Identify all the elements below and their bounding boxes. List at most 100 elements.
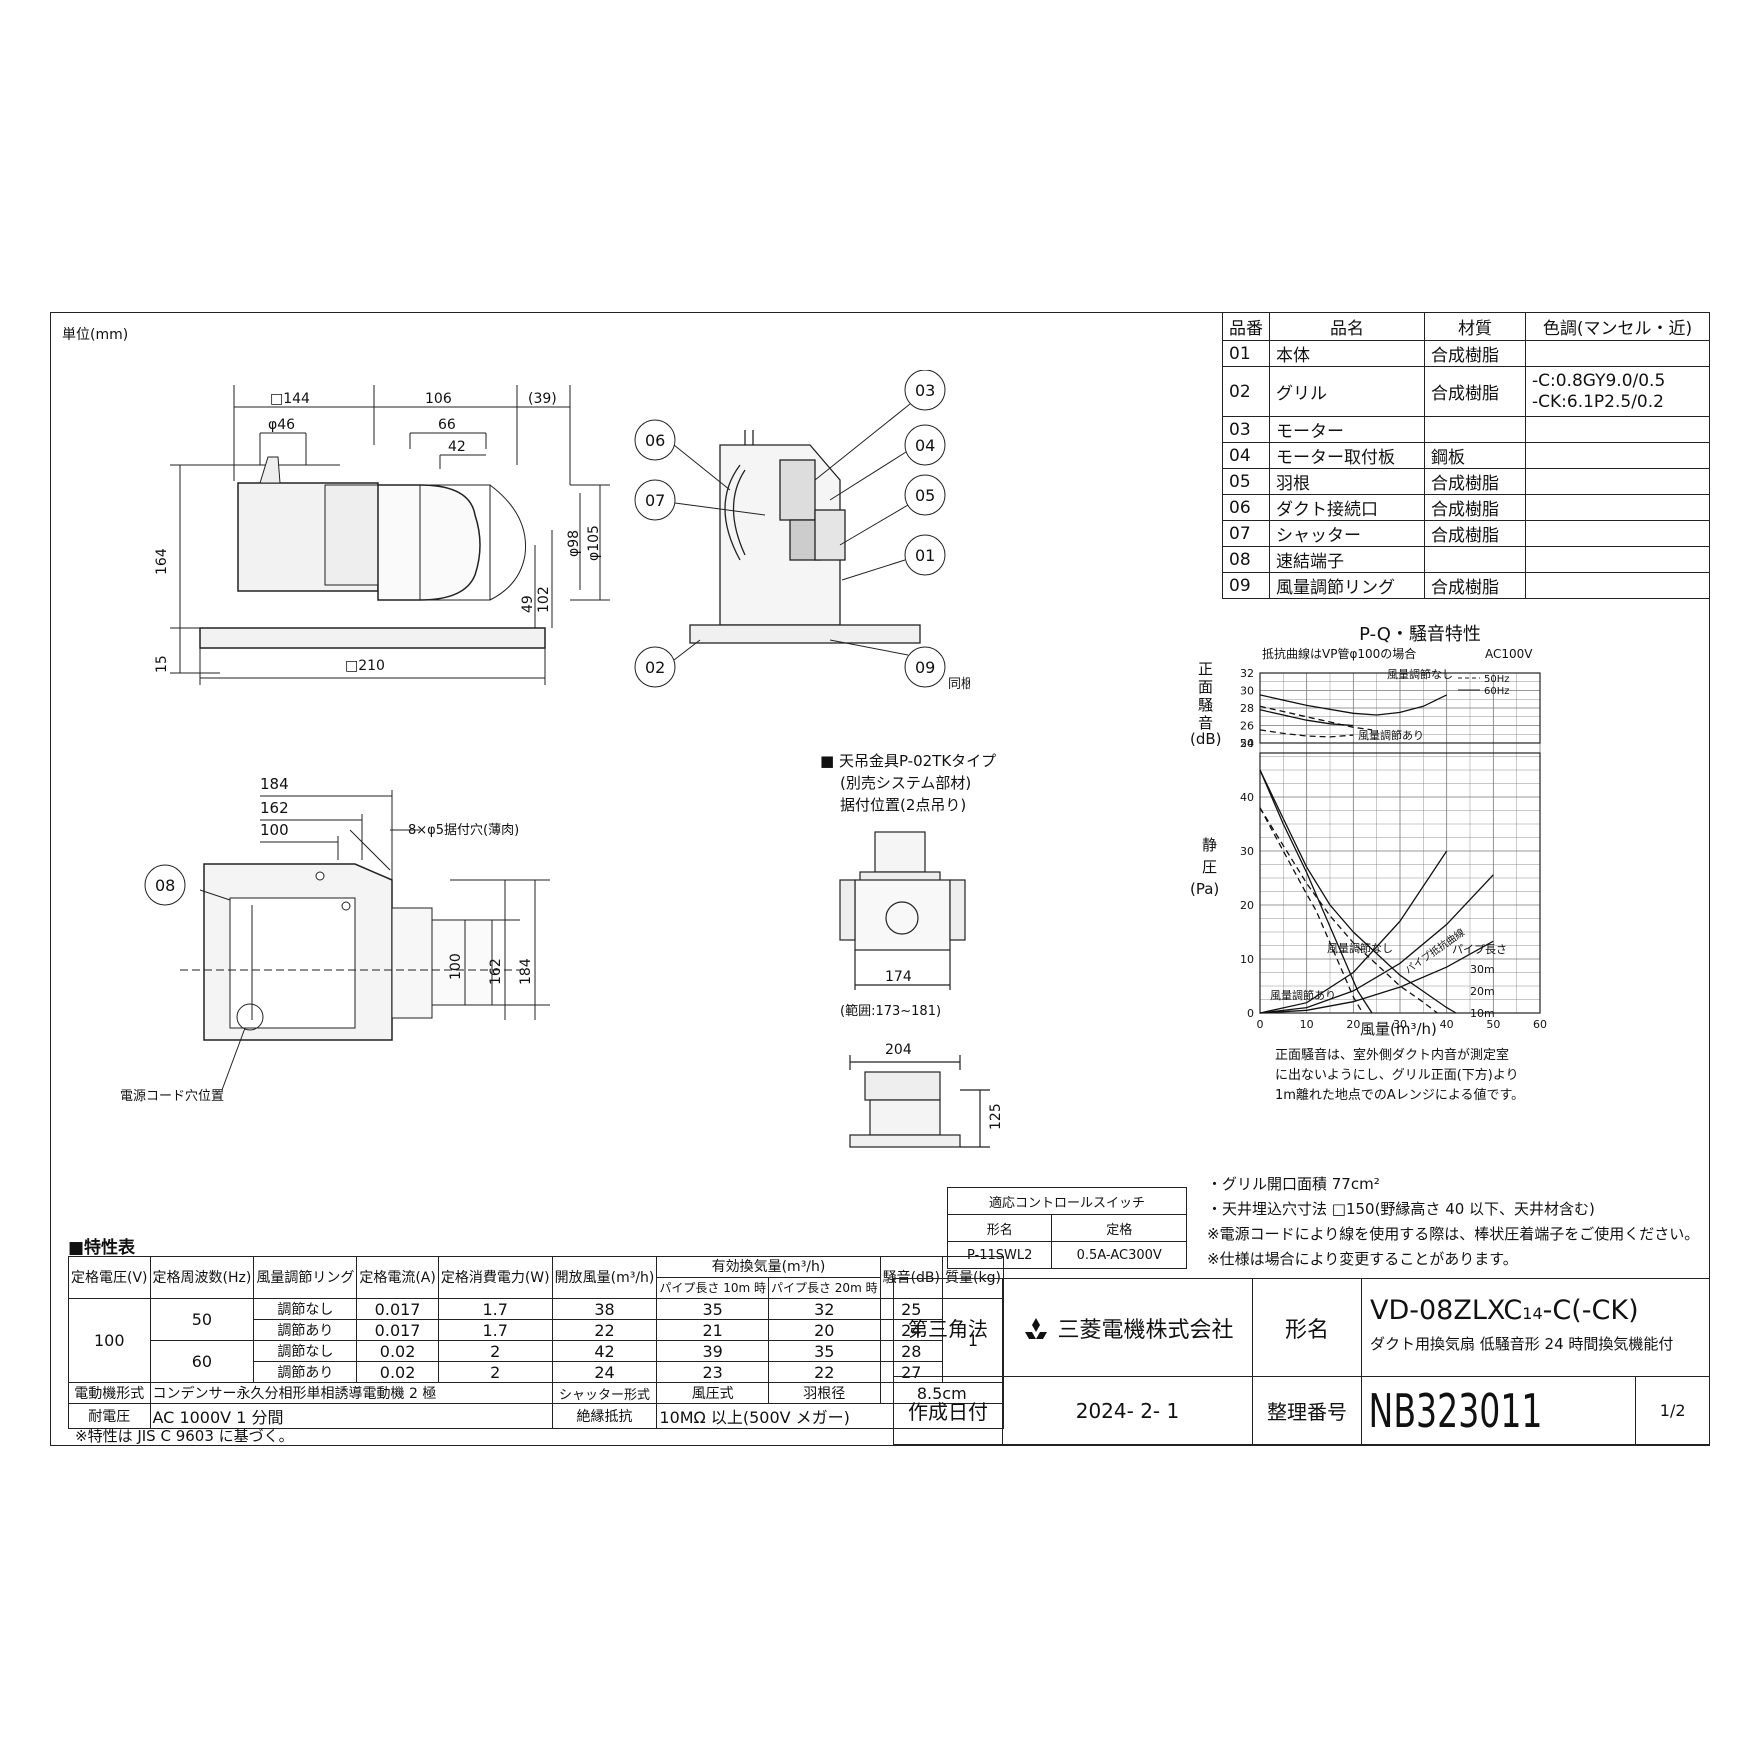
part-color <box>1525 340 1710 367</box>
note-hole: ・天井埋込穴寸法 □150(野縁高さ 40 以下、天井材含む) <box>1207 1200 1595 1218</box>
noise-ylabel-char: 騒 <box>1198 696 1213 714</box>
pq-series-line <box>1259 874 1494 1014</box>
chart-legend: 50Hz 60Hz <box>1458 674 1510 697</box>
pq-ytick: 10 <box>1240 953 1254 966</box>
parts-header: 材質 <box>1424 312 1526 341</box>
spec-current: 0.02 <box>356 1361 439 1383</box>
pq-label-pipe: パイプ長さ <box>1452 943 1507 956</box>
pq-series-line <box>1259 807 1364 1014</box>
pq-xtick: 0 <box>1257 1018 1264 1031</box>
pq-xtick: 10 <box>1300 1018 1314 1031</box>
part-material: 合成樹脂 <box>1424 340 1526 367</box>
spec-h-ring: 風量調節リング <box>253 1256 358 1299</box>
pq-ylabel-char: 静 <box>1202 836 1217 854</box>
pq-xtick: 40 <box>1440 1018 1454 1031</box>
spec-freq: 60 <box>149 1340 255 1383</box>
pq-ytick: 50 <box>1240 737 1254 750</box>
holes-note: 8×φ5据付穴(薄肉) <box>408 823 519 838</box>
part-name: モーター取付板 <box>1269 442 1425 469</box>
date-value: 2024- 2- 1 <box>1001 1376 1254 1445</box>
spec-note: ※特性は JIS C 9603 に基づく。 <box>75 1427 294 1445</box>
noise-ytick: 26 <box>1240 720 1254 733</box>
drawing-sheet <box>50 312 1710 1446</box>
spec-power: 2 <box>437 1361 553 1383</box>
spec-h-p10: パイプ長さ 10m 時 <box>656 1277 769 1299</box>
footnote-line: 1m離れた地点でのAレンジによる値です。 <box>1275 1088 1525 1103</box>
part-name: グリル <box>1269 366 1425 417</box>
parts-header: 品番 <box>1222 312 1270 341</box>
part-no: 03 <box>1222 416 1270 443</box>
company-name: 三菱電機株式会社 <box>1057 1317 1234 1343</box>
front-view-drawing: □144 106 (39) φ46 66 42 164 15 49 102 φ9… <box>154 385 610 685</box>
hanger-drawing: 174 (範囲:173~181) 204 125 <box>839 831 1004 1148</box>
noise-label-no-adj: 風量調節なし <box>1387 667 1453 681</box>
part-color <box>1525 468 1710 495</box>
chart-note-left: 抵抗曲線はVP管φ100の場合 <box>1262 646 1416 661</box>
part-no: 04 <box>1222 442 1270 469</box>
spec-ring: 調節あり <box>253 1361 358 1383</box>
pq-ytick: 30 <box>1240 845 1254 858</box>
model-sub: 14 <box>1522 1304 1543 1323</box>
top-view-drawing: 184 162 100 8×φ5据付穴(薄肉) 100 162 184 08 電… <box>120 775 550 1104</box>
dim-42: 42 <box>448 439 466 455</box>
pq-series-line <box>1259 769 1457 1014</box>
dim-v184: 184 <box>518 958 534 985</box>
model-desc: ダクト用換気扇 低騒音形 24 時間換気機能付 <box>1369 1335 1674 1353</box>
model-cell: VD-08ZLXC14-C(-CK) ダクト用換気扇 低騒音形 24 時間換気機… <box>1360 1278 1711 1377</box>
spec-flow: 42 <box>551 1340 658 1362</box>
spec-ring: 調節なし <box>253 1340 358 1362</box>
spec-shutter: 風圧式 <box>656 1382 769 1404</box>
switch-title: 適応コントロールスイッチ <box>947 1187 1187 1215</box>
dim-66: 66 <box>438 417 456 433</box>
spec-shutter-label: シャッター形式 <box>551 1382 658 1404</box>
spec-current: 0.02 <box>356 1340 439 1362</box>
part-color <box>1525 520 1710 547</box>
part-material: 合成樹脂 <box>1424 572 1526 599</box>
hanger-title: ■ 天吊金具P-02TKタイプ <box>820 752 997 770</box>
part-material: 合成樹脂 <box>1424 520 1526 547</box>
spec-p10: 39 <box>656 1340 769 1362</box>
dim-100: 100 <box>260 821 289 839</box>
pq-ylabel-unit: (Pa) <box>1190 880 1219 898</box>
callout-09: 09 <box>915 658 935 677</box>
pq-series-line <box>1259 850 1448 1014</box>
company-cell: 三菱電機株式会社 <box>1001 1278 1254 1377</box>
spec-flow: 38 <box>551 1298 658 1320</box>
part-material: 合成樹脂 <box>1424 494 1526 521</box>
spec-withstand-label: 耐電圧 <box>68 1403 151 1429</box>
pq-xtick: 20 <box>1346 1018 1360 1031</box>
part-no: 01 <box>1222 340 1270 367</box>
noise-ylabel-char: 面 <box>1198 678 1213 696</box>
dim-210: □210 <box>345 658 385 674</box>
pipe-label-10m: 10m <box>1470 1007 1495 1020</box>
callout-02: 02 <box>645 658 665 677</box>
hanger-position: 据付位置(2点吊り) <box>840 796 967 814</box>
spec-p10: 23 <box>656 1361 769 1383</box>
spec-p20: 20 <box>767 1319 881 1341</box>
part-name: ダクト接続口 <box>1269 494 1425 521</box>
part-color <box>1525 546 1710 573</box>
spec-h-power: 定格消費電力(W) <box>437 1256 553 1299</box>
noise-ytick: 28 <box>1240 702 1254 715</box>
dim-v100: 100 <box>448 953 464 980</box>
footnote-line: に出ないようにし、グリル正面(下方)より <box>1275 1068 1519 1083</box>
pipe-label-30m: 30m <box>1470 963 1495 976</box>
spec-current: 0.017 <box>356 1298 439 1320</box>
callout-01: 01 <box>915 546 935 565</box>
spec-freq: 50 <box>149 1298 255 1341</box>
dim-15: 15 <box>154 655 170 673</box>
switch-h-rating: 定格 <box>1051 1214 1187 1242</box>
dim-49: 49 <box>520 595 536 613</box>
noise-label-adj: 風量調節あり <box>1358 728 1424 742</box>
spec-insul-label: 絶縁抵抗 <box>551 1403 658 1429</box>
noise-ytick: 24 <box>1240 737 1254 750</box>
part-no: 09 <box>1222 572 1270 599</box>
noise-series-line <box>1259 694 1447 716</box>
model-main: VD-08ZLXC <box>1369 1295 1523 1326</box>
noise-ytick: 30 <box>1240 685 1254 698</box>
spec-flow: 24 <box>551 1361 658 1383</box>
part-color <box>1525 442 1710 469</box>
noise-ylabel-char: 正 <box>1198 660 1213 678</box>
part-no: 05 <box>1222 468 1270 495</box>
